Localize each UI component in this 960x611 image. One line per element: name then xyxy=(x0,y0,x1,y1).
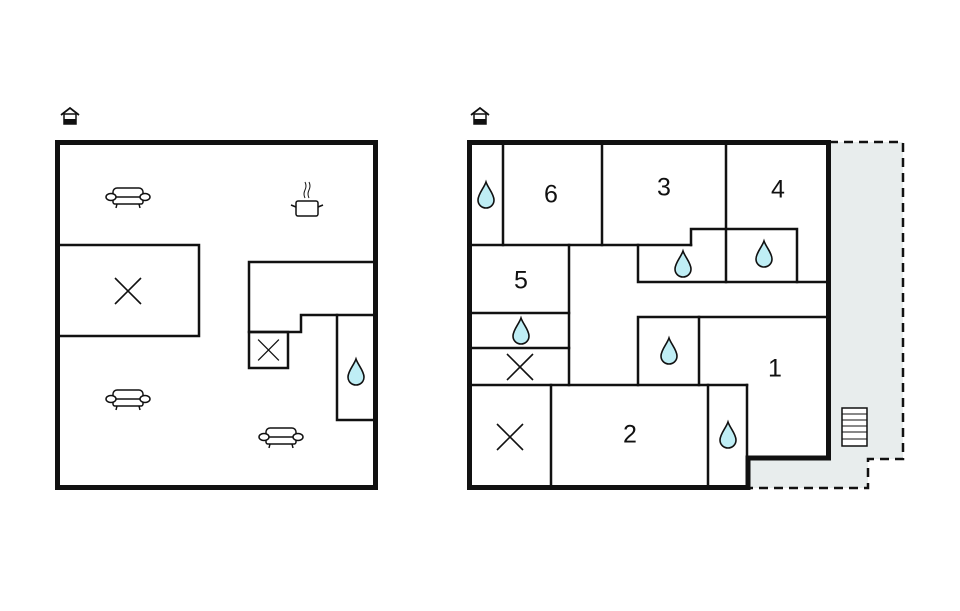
water-drop-icon xyxy=(755,240,773,268)
terrace xyxy=(748,142,903,488)
water-drop-icon xyxy=(660,337,678,365)
room-4-label: 4 xyxy=(771,176,785,204)
room-2-label: 2 xyxy=(623,421,637,449)
water-drop-icon xyxy=(512,317,530,345)
x-mark-icon xyxy=(257,338,280,362)
stairs-icon xyxy=(841,407,868,447)
water-drop-icon xyxy=(674,250,692,278)
ground-floor-plan xyxy=(55,107,378,490)
house-entrance-icon xyxy=(470,107,490,125)
cooking-pot-icon xyxy=(290,181,324,217)
shaft-box xyxy=(247,330,290,370)
house-entrance-icon xyxy=(60,107,80,125)
x-mark-icon xyxy=(114,277,142,305)
armchair-icon xyxy=(105,389,151,411)
water-drop-icon xyxy=(477,181,495,209)
room-5-label: 5 xyxy=(514,267,528,295)
room-6-label: 6 xyxy=(544,181,558,209)
upper-floor-plan: 6 3 4 5 1 2 xyxy=(467,107,905,490)
room-1-label: 1 xyxy=(768,355,782,383)
room-3-label: 3 xyxy=(657,174,671,202)
bathroom xyxy=(335,313,377,422)
void-room xyxy=(56,243,201,338)
armchair-icon xyxy=(105,187,151,209)
water-drop-icon xyxy=(347,358,365,386)
water-drop-icon xyxy=(719,421,737,449)
terrace-outline xyxy=(748,140,905,490)
kitchen-block xyxy=(247,260,377,334)
x-mark-icon xyxy=(506,353,534,381)
x-mark-icon xyxy=(496,423,524,451)
armchair-icon xyxy=(258,427,304,449)
